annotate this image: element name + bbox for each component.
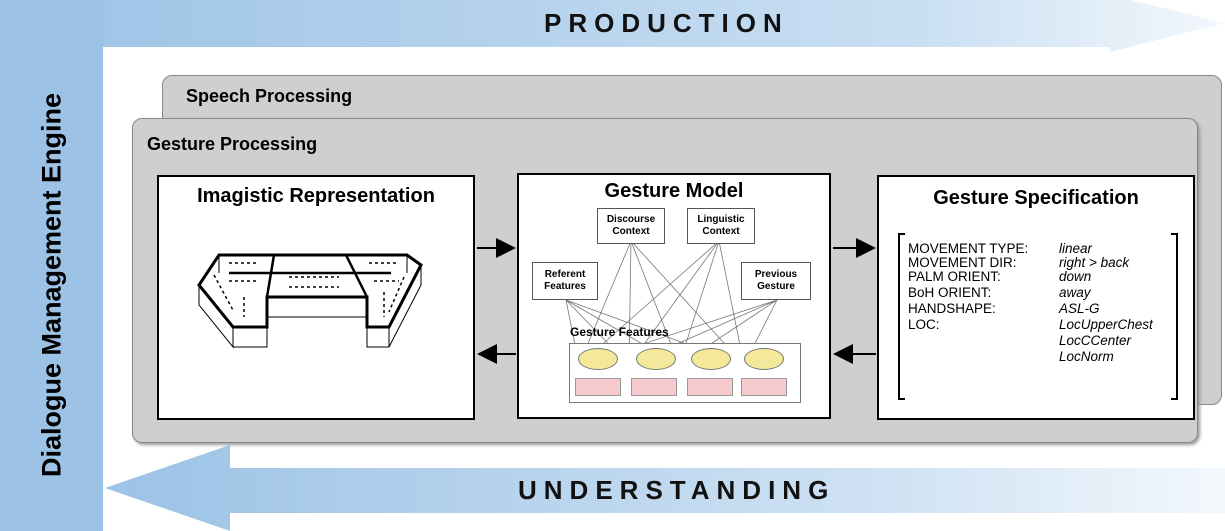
node-referent-features: Referent Features [532,262,598,300]
gesture-processing-title: Gesture Processing [147,134,318,154]
spec-key: MOVEMENT TYPE: [908,241,1029,256]
feature-oval [691,348,731,370]
feature-rect [741,378,787,396]
feature-rect [575,378,621,396]
gesture-model-box: Gesture Model Discourse Context Linguist… [517,173,831,419]
gesture-model-title: Gesture Model [604,180,744,202]
spec-key: PALM ORIENT: [908,269,1001,284]
production-label: PRODUCTION [544,8,789,38]
understanding-arrow [105,445,1225,531]
production-arrow [0,0,1225,52]
feature-oval [636,348,676,370]
feature-rect [687,378,733,396]
spec-value: ASL-G [1059,301,1100,316]
feature-oval [744,348,784,370]
imagistic-representation-box: Imagistic Representation [157,175,475,420]
spec-key: MOVEMENT DIR: [908,255,1017,270]
engine-label: Dialogue Management Engine [36,92,67,478]
gesture-specification-box: Gesture Specification MOVEMENT TYPE: lin… [877,175,1195,420]
node-discourse-context: Discourse Context [597,208,665,244]
spec-key: LOC: [908,317,940,332]
spec-key: BoH ORIENT: [908,285,992,300]
spec-value: right > back [1059,255,1130,270]
node-linguistic-context: Linguistic Context [687,208,755,244]
spec-value: LocNorm [1059,349,1114,364]
spec-value: LocCCenter [1059,333,1132,348]
imagistic-title: Imagistic Representation [197,185,435,207]
gesture-spec-title: Gesture Specification [933,187,1139,209]
spec-value: down [1059,269,1092,284]
spec-brackets [898,233,1178,400]
node-previous-gesture: Previous Gesture [741,262,811,300]
feature-oval [578,348,618,370]
spec-value: linear [1059,241,1093,256]
spec-value: away [1059,285,1091,300]
gesture-features-label: Gesture Features [570,325,669,339]
spec-value: LocUpperChest [1059,317,1153,332]
spec-key: HANDSHAPE: [908,301,996,316]
u-shaped-wireframe-illustration [197,253,423,349]
feature-rect [631,378,677,396]
speech-processing-title: Speech Processing [186,86,353,106]
gesture-features-group [569,343,801,403]
understanding-label: UNDERSTANDING [518,475,836,505]
engine-bar [0,0,103,531]
